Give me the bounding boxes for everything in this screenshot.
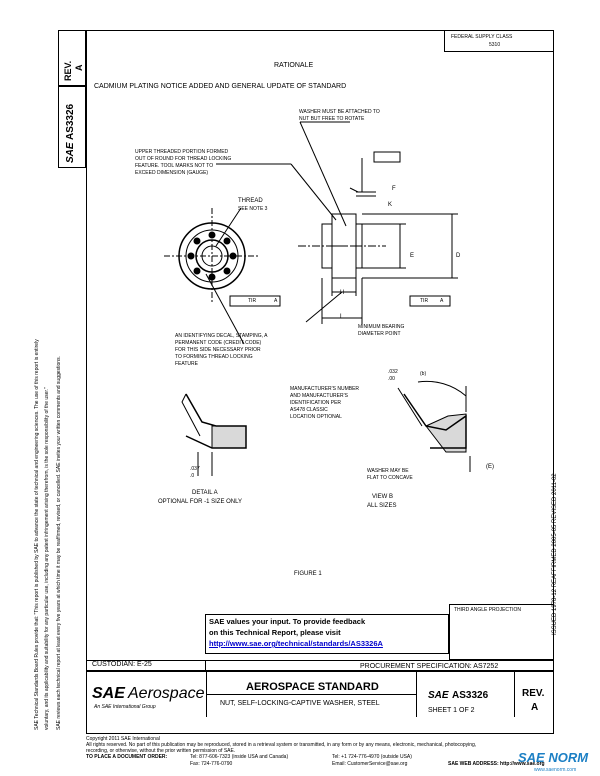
- dim-f: F: [392, 186, 396, 192]
- title-sae-mark: SAE: [428, 690, 449, 701]
- standard-title: AEROSPACE STANDARD: [246, 681, 379, 693]
- sae-aerospace-logo: SAE Aerospace An SAE International Group: [86, 671, 206, 717]
- note-upper-line-2: OUT OF ROUND FOR THREAD LOCKING: [135, 156, 232, 162]
- rationale-heading: RATIONALE: [274, 62, 314, 69]
- saenorm-watermark: SAE NORM www.saenorm.com: [516, 750, 600, 776]
- procurement-spec: PROCUREMENT SPECIFICATION: AS7252: [360, 663, 499, 670]
- figure-label: FIGURE 1: [294, 571, 322, 577]
- view-b-title: VIEW B: [372, 494, 394, 500]
- footer-tel-1: Tel: 877-606-7323 (inside USA and Canada…: [190, 754, 289, 760]
- logo-aerospace: Aerospace: [128, 685, 205, 702]
- legal-notice-line-1: SAE Technical Standards Board Rules prov…: [34, 339, 40, 730]
- nut-end-view: [164, 208, 260, 304]
- view-b-subtitle: ALL SIZES: [367, 503, 397, 509]
- note-bearing-line-1: MINIMUM BEARING: [358, 324, 405, 330]
- note-upper-line-3: FEATURE. TOOL MARKS NOT TO: [135, 163, 214, 169]
- dim-d: D: [456, 253, 461, 259]
- sae-mark-vertical: SAE: [65, 142, 76, 163]
- detail-a-subtitle: OPTIONAL FOR -1 SIZE ONLY: [158, 499, 243, 505]
- note-manufacturer-line-2: AND MANUFACTURER'S: [290, 393, 348, 399]
- supply-class-label: FEDERAL SUPPLY CLASS: [451, 34, 513, 40]
- feedback-url-link[interactable]: http://www.sae.org/technical/standards/A…: [209, 639, 383, 648]
- note-manufacturer-line-1: MANUFACTURER'S NUMBER: [290, 386, 360, 392]
- detail-a-view: [181, 393, 247, 476]
- logo-subtitle: An SAE International Group: [94, 704, 156, 710]
- tol-ref: A: [274, 298, 278, 304]
- nut-side-view: [298, 158, 458, 324]
- tol-value-2: TIR: [420, 298, 429, 304]
- note-manufacturer-line-5: LOCATION OPTIONAL: [290, 414, 342, 420]
- watermark-url: www.saenorm.com: [534, 767, 577, 773]
- note-washer-flat-line-2: FLAT TO CONCAVE: [367, 475, 413, 481]
- note-washer-line-2: NUT BUT FREE TO ROTATE: [299, 116, 365, 122]
- note-thread-line-1: THREAD: [238, 198, 263, 204]
- view-b: [397, 380, 471, 472]
- dim-037: .037: [190, 466, 200, 472]
- note-bearing-line-2: DIAMETER POINT: [358, 331, 401, 337]
- tol-ref-2: A: [440, 298, 444, 304]
- drawing-frame: [86, 30, 554, 734]
- title-rev-value: A: [531, 702, 539, 713]
- tol-value: TIR: [248, 298, 257, 304]
- note-marking-line-5: FEATURE: [175, 361, 198, 367]
- footer-tel-2: Tel: +1 724-776-4970 (outside USA): [332, 754, 412, 760]
- rev-value: A: [74, 64, 84, 72]
- logo-sae: SAE: [92, 685, 125, 702]
- footer-web: SAE WEB ADDRESS: http://www.sae.org: [448, 761, 545, 767]
- note-thread-line-2: SEE NOTE 3: [238, 206, 268, 212]
- note-marking-line-4: TO FORMING THREAD LOCKING: [175, 354, 253, 360]
- note-washer-flat-line-1: WASHER MAY BE: [367, 468, 409, 474]
- technical-drawing: [164, 121, 471, 476]
- dim-k: K: [388, 202, 393, 208]
- note-washer-line-1: WASHER MUST BE ATTACHED TO: [299, 109, 380, 115]
- doc-number-box: SAE AS3326: [58, 86, 86, 168]
- feedback-line-2: on this Technical Report, please visit: [209, 628, 341, 637]
- doc-number-text: AS3326: [65, 103, 76, 141]
- footer-fax: Fax: 724-776-0790: [190, 761, 233, 767]
- title-doc-number: AS3326: [452, 690, 489, 701]
- footer-order-label: TO PLACE A DOCUMENT ORDER:: [86, 754, 168, 760]
- note-manufacturer-line-3: IDENTIFICATION PER: [290, 400, 342, 406]
- supply-class-box: FEDERAL SUPPLY CLASS 5310: [444, 30, 554, 52]
- dim-l: L: [340, 314, 344, 320]
- dim-e: E: [410, 253, 415, 259]
- rev-label: REV.: [63, 60, 73, 81]
- footer-rights-1: All rights reserved. No part of this pub…: [86, 742, 477, 748]
- watermark-text: SAE NORM: [518, 750, 589, 765]
- note-marking-line-3: FOR THIS SIDE NECESSARY PRIOR: [175, 347, 261, 353]
- dim-e-paren: (E): [486, 464, 494, 470]
- detail-a-title: DETAIL A: [192, 490, 218, 496]
- legal-notice-line-3: SAE reviews each technical report at lea…: [56, 356, 62, 730]
- third-angle-label: THIRD ANGLE PROJECTION: [454, 607, 521, 613]
- dim-032: .032: [388, 369, 398, 375]
- part-title: NUT, SELF-LOCKING-CAPTIVE WASHER, STEEL: [220, 700, 380, 707]
- footer-rights-2: recording, or otherwise, without the pri…: [86, 748, 236, 754]
- third-angle-box: THIRD ANGLE PROJECTION: [449, 604, 554, 660]
- note-upper-line-4: EXCEED DIMENSION (GAUGE): [135, 170, 209, 176]
- doc-number-vertical: SAE AS3326: [65, 104, 76, 163]
- note-marking-line-2: PERMANENT CODE (CREDIT CODE): [175, 340, 262, 346]
- dim-0: .0: [190, 473, 195, 479]
- dim-h: H: [340, 290, 345, 296]
- footer-email: Email: CustomerService@sae.org: [332, 761, 408, 767]
- sheet-number: SHEET 1 OF 2: [428, 707, 475, 714]
- feedback-line-1: SAE values your input. To provide feedba…: [209, 617, 366, 626]
- footer-copyright: Copyright 2011 SAE International: [86, 736, 160, 742]
- rev-box: REV. A: [58, 30, 86, 86]
- custodian: CUSTODIAN: E-25: [92, 661, 152, 668]
- dim-b: (b): [420, 371, 427, 377]
- note-manufacturer-line-4: AS478 CLASSIC: [290, 407, 328, 413]
- note-marking-line-1: AN IDENTIFYING DECAL, STAMPING, A: [175, 333, 268, 339]
- legal-notice-line-2: voluntary, and its applicability and sui…: [44, 387, 50, 730]
- note-upper-line-1: UPPER THREADED PORTION FORMED: [135, 149, 229, 155]
- title-rev-label: REV.: [522, 688, 545, 699]
- feedback-box: SAE values your input. To provide feedba…: [205, 614, 449, 654]
- rationale-text: CADMIUM PLATING NOTICE ADDED AND GENERAL…: [94, 83, 347, 90]
- supply-class-value: 5310: [489, 42, 501, 48]
- dim-00: .00: [388, 376, 395, 382]
